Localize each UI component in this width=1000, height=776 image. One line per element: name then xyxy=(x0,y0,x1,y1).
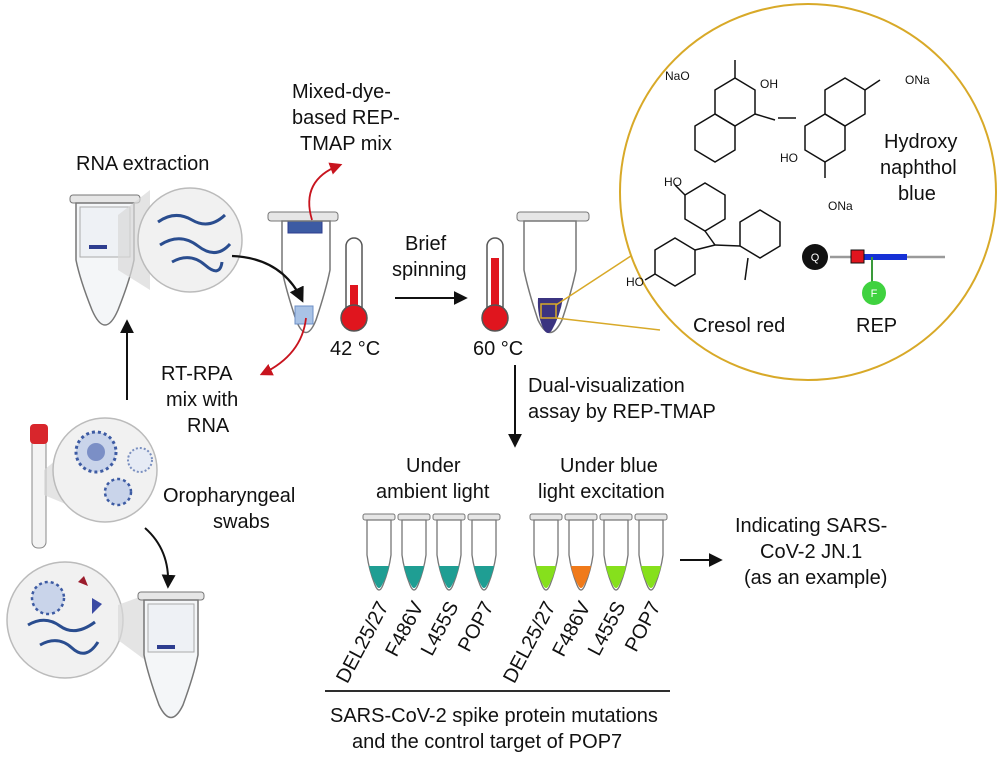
spinning-label: spinning xyxy=(392,259,467,281)
result-tube xyxy=(529,513,563,591)
lysis-zoom-circle xyxy=(6,561,124,679)
zoom-cone xyxy=(118,190,150,290)
cresol-red-structure xyxy=(644,182,781,287)
red-arrow-up xyxy=(308,162,343,221)
callout-line xyxy=(555,249,641,306)
red-arrow-down xyxy=(259,317,307,376)
result-tube xyxy=(467,513,501,591)
hnb-ona-right: ONa xyxy=(905,73,930,87)
result-tube xyxy=(362,513,396,591)
quencher-letter: Q xyxy=(811,252,820,264)
ambient-label-1: Under xyxy=(406,455,461,477)
rna-strands-icon xyxy=(157,213,232,273)
hnb-ona-bottom: ONa xyxy=(828,199,853,213)
cr-ho-top: HO xyxy=(664,175,682,189)
virus-icon xyxy=(74,430,153,507)
tube-liquid xyxy=(606,566,626,588)
spun-tube xyxy=(516,211,590,334)
fluorophore-letter: F xyxy=(871,288,878,300)
reaction-tube xyxy=(267,211,339,334)
rna-band xyxy=(89,245,107,249)
ambient-label-2: ambient light xyxy=(376,481,490,503)
thermometer-60-icon xyxy=(481,237,509,332)
dual-label-1: Dual-visualization xyxy=(528,375,685,397)
tube-liquid xyxy=(369,566,389,588)
tube-label: DEL25/27 xyxy=(499,598,560,687)
dual-label-2: assay by REP-TMAP xyxy=(528,401,716,423)
cr-ho-bottom: HO xyxy=(626,275,644,289)
tube-label: POP7 xyxy=(621,598,665,655)
bottom-label-1: SARS-CoV-2 spike protein mutations xyxy=(330,705,658,727)
temp-42-label: 42 °C xyxy=(330,338,380,360)
tube-label: DEL25/27 xyxy=(332,598,393,687)
tube-label: POP7 xyxy=(454,598,498,655)
cresol-red-label: Cresol red xyxy=(693,315,785,337)
brief-label: Brief xyxy=(405,233,447,255)
hnb-label-3: blue xyxy=(898,183,936,205)
hnb-label-1: Hydroxy xyxy=(884,131,957,153)
tube-liquid xyxy=(404,566,424,588)
callout-line xyxy=(555,317,661,331)
rtrpa-label-2: mix with xyxy=(166,389,238,411)
bottom-label-2: and the control target of POP7 xyxy=(352,731,622,753)
rtrpa-label-1: RT-RPA xyxy=(161,363,233,385)
fluorophore-icon xyxy=(862,281,886,305)
rna-extraction-label: RNA extraction xyxy=(76,153,209,175)
result-tube xyxy=(564,513,598,591)
tube-liquid xyxy=(641,566,661,588)
thermometer-42-icon xyxy=(340,237,368,332)
hnb-ho: HO xyxy=(780,151,798,165)
result-tube xyxy=(432,513,466,591)
swabs-label: swabs xyxy=(213,511,270,533)
hnb-label-2: naphthol xyxy=(880,157,957,179)
zoom-cone xyxy=(118,595,145,660)
tube-liquid xyxy=(571,566,591,588)
result-tube xyxy=(599,513,633,591)
tube-liquid xyxy=(474,566,494,588)
lysis-tube xyxy=(137,591,205,719)
hnb-nao-left: NaO xyxy=(665,69,690,83)
tube-liquid xyxy=(536,566,556,588)
rtrpa-label-3: RNA xyxy=(187,415,230,437)
indicating-label-3: (as an example) xyxy=(744,567,887,589)
mix-label-2: based REP- xyxy=(292,107,400,129)
arrow-into-tube xyxy=(231,254,304,303)
chemistry-inset xyxy=(619,3,997,381)
blue-label-1: Under blue xyxy=(560,455,658,477)
arrow-curve-down xyxy=(144,527,176,589)
tube-liquid xyxy=(439,566,459,588)
indicating-label-1: Indicating SARS- xyxy=(735,515,887,537)
hydroxy-naphthol-blue-structure xyxy=(694,60,881,178)
swab-tube xyxy=(30,424,48,549)
oropharyngeal-label: Oropharyngeal xyxy=(163,485,295,507)
result-tube xyxy=(397,513,431,591)
indicating-label-2: CoV-2 JN.1 xyxy=(760,541,862,563)
temp-60-label: 60 °C xyxy=(473,338,523,360)
mix-label-1: Mixed-dye- xyxy=(292,81,391,103)
rep-label: REP xyxy=(856,315,897,337)
quencher-icon xyxy=(802,244,828,270)
blue-label-2: light excitation xyxy=(538,481,665,503)
hnb-oh-top: OH xyxy=(760,77,778,91)
lysis-contents-icon xyxy=(27,576,102,655)
rep-probe-icon xyxy=(830,249,945,285)
result-tube xyxy=(634,513,668,591)
mix-label-3: TMAP mix xyxy=(300,133,392,155)
